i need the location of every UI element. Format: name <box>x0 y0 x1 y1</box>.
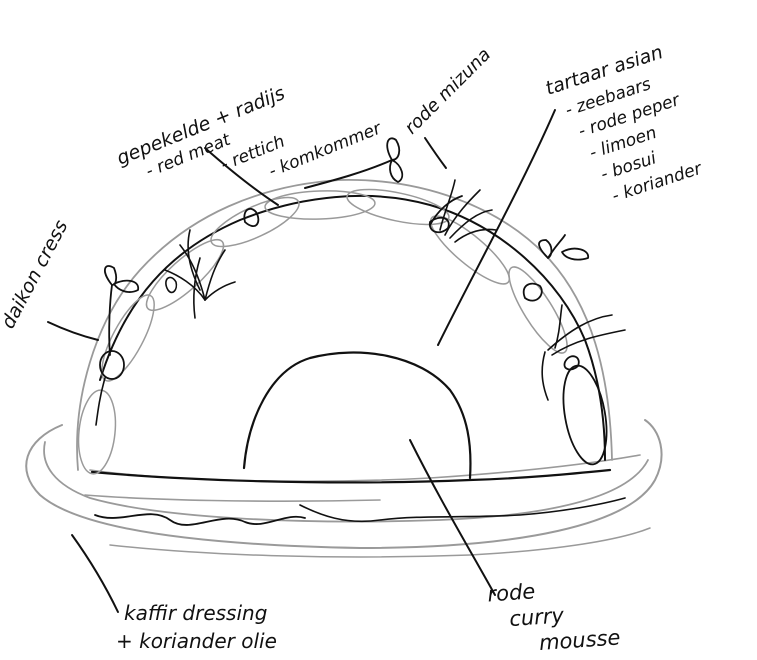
daikon-cress-label: daikon cress <box>0 216 73 332</box>
curry-label-line-3: mousse <box>538 625 621 655</box>
plate <box>26 420 661 548</box>
kaffir-label-line-1: kaffir dressing <box>124 601 267 625</box>
label-curry-mousse: rode curry mousse <box>487 574 621 659</box>
arch-tuile <box>75 180 614 476</box>
label-rode-mizuna: rode mizuna <box>401 44 495 138</box>
kaffir-label-line-2: + koriander olie <box>116 629 277 653</box>
label-kaffir: kaffir dressing + koriander olie <box>116 601 277 653</box>
rode-mizuna-label: rode mizuna <box>401 44 495 138</box>
curry-label-line-1: rode <box>487 579 536 606</box>
daikon-cress-garnish <box>96 266 138 425</box>
herb-sprig-right <box>430 180 496 242</box>
label-gepekelde: gepekelde + radijs - red meat - rettich … <box>114 53 385 232</box>
herb-sprig-left <box>165 230 235 318</box>
curry-label-line-2: curry <box>508 603 565 631</box>
label-daikon-cress: daikon cress <box>0 216 73 332</box>
label-tartaar: tartaar asian - zeebaars - rode peper - … <box>543 40 706 215</box>
curry-mousse-dome <box>244 353 470 478</box>
